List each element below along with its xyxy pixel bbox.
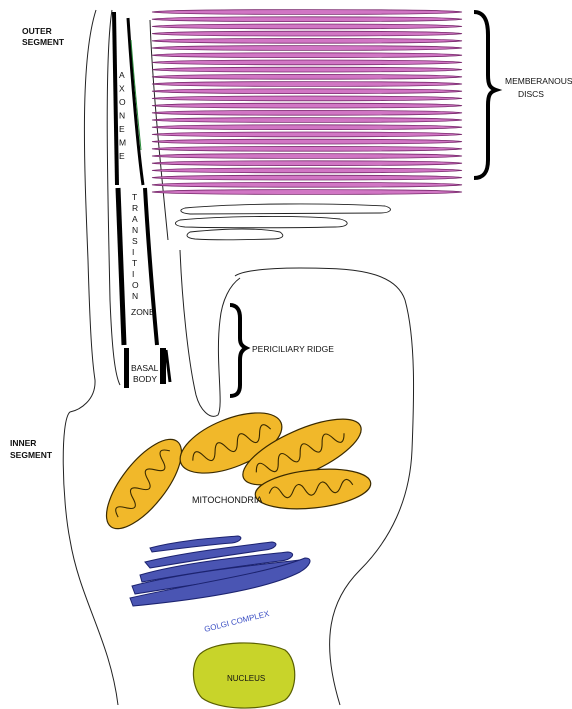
vertical-label-letter: S xyxy=(132,236,138,246)
membranous-disc xyxy=(152,118,462,123)
basal-body-label: BASAL BODY xyxy=(131,363,160,384)
membranous-disc xyxy=(152,175,462,180)
membranous-disc xyxy=(152,96,462,101)
membranous-disc xyxy=(152,182,462,187)
membranous-disc xyxy=(152,67,462,72)
membranous-disc xyxy=(152,82,462,87)
vertical-label-letter: I xyxy=(132,269,134,279)
membranous-disc xyxy=(152,60,462,65)
vertical-label-letter: M xyxy=(119,138,126,148)
vertical-label-letter: I xyxy=(132,247,134,257)
golgi-complex-label: GOLGI COMPLEX xyxy=(203,609,271,634)
membranous-disc xyxy=(152,74,462,79)
membranous-disc xyxy=(152,125,462,130)
membranous-disc xyxy=(152,168,462,173)
vertical-label-letter: N xyxy=(132,291,138,301)
vertical-label-letter: T xyxy=(132,258,137,268)
membranous-disc xyxy=(152,190,462,195)
inner-segment-label: INNER SEGMENT xyxy=(10,438,53,460)
membranous-disc xyxy=(152,154,462,159)
membranous-disc xyxy=(152,53,462,58)
membranous-disc xyxy=(152,103,462,108)
membranous-disc xyxy=(152,146,462,151)
membranous-disc xyxy=(152,17,462,22)
outer-segment-label: OUTER SEGMENT xyxy=(22,26,65,47)
membranous-disc xyxy=(152,38,462,43)
transition-left-line xyxy=(118,188,124,345)
vertical-label-letter: R xyxy=(132,203,138,213)
membranous-disc xyxy=(152,161,462,166)
membranous-disc xyxy=(152,31,462,36)
vertical-label-letter: A xyxy=(132,214,138,224)
membranous-disc xyxy=(152,46,462,51)
mitochondrion-1-membrane xyxy=(93,428,194,540)
membranous-discs-label: MEMBERANOUS DISCS xyxy=(505,76,572,99)
mitochondria-group xyxy=(93,401,372,541)
basal-body-left-bar xyxy=(124,348,129,388)
membranous-disc xyxy=(152,132,462,137)
golgi-complex xyxy=(130,536,310,606)
axoneme-right-line xyxy=(128,18,143,185)
vertical-label-letter: O xyxy=(119,97,126,107)
mitochondrion-1 xyxy=(93,428,194,540)
basal-body-right-tick xyxy=(166,350,170,382)
mitochondria-label: MITOCHONDRIA xyxy=(192,495,262,505)
membranous-discs xyxy=(152,10,462,195)
axoneme-left-line xyxy=(114,12,117,185)
membranous-disc xyxy=(152,110,462,115)
vertical-label-letter: A xyxy=(119,70,125,80)
disc-outline-loose-2 xyxy=(175,216,347,227)
disc-outline-loose-1 xyxy=(181,204,391,214)
periciliary-membrane xyxy=(180,250,240,416)
membranous-discs-bracket xyxy=(474,12,496,178)
vertical-label-letter: N xyxy=(132,225,138,235)
zone-label: ZONE xyxy=(131,307,155,317)
vertical-label-letter: X xyxy=(119,84,125,94)
membranous-disc xyxy=(152,139,462,144)
outer-segment-wall-right xyxy=(150,20,168,240)
membranous-disc xyxy=(152,10,462,15)
nucleus-label: NUCLEUS xyxy=(227,674,265,683)
vertical-label-letter: E xyxy=(119,124,125,134)
transition-right-line xyxy=(145,188,157,345)
vertical-label-letter: O xyxy=(132,280,139,290)
disc-outline-loose-3 xyxy=(187,229,283,240)
periciliary-ridge-label: PERICILIARY RIDGE xyxy=(252,344,334,354)
vertical-label-letter: N xyxy=(119,111,125,121)
vertical-label-letter: E xyxy=(119,151,125,161)
vertical-label-letter: T xyxy=(132,192,137,202)
periciliary-ridge-bracket xyxy=(230,305,246,396)
membranous-disc xyxy=(152,24,462,29)
membranous-disc xyxy=(152,89,462,94)
